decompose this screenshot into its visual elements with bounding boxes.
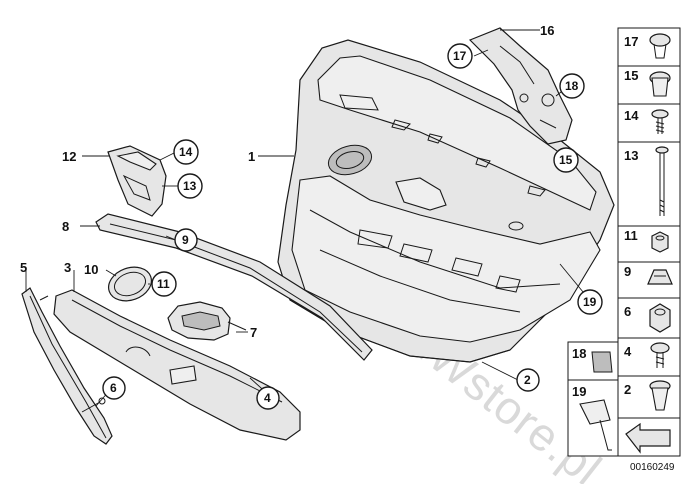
- label-7: 7: [250, 325, 257, 340]
- door-handle-7: [167, 301, 247, 341]
- clip-17-icon: [649, 33, 671, 59]
- svg-text:18: 18: [565, 79, 579, 93]
- svg-text:14: 14: [179, 145, 193, 159]
- callout-4: 4: [256, 386, 280, 410]
- trim-strip-8: [95, 213, 373, 361]
- fastener-label-11: 11: [624, 228, 638, 243]
- clip-19-icon: [579, 399, 612, 451]
- svg-text:15: 15: [559, 153, 573, 167]
- fastener-label-14: 14: [624, 108, 639, 123]
- nut-11-icon: [651, 231, 669, 253]
- callout-2: 2: [516, 368, 540, 392]
- callout-11: 11: [151, 271, 177, 297]
- fastener-label-15: 15: [624, 68, 638, 83]
- fastener-label-18: 18: [572, 346, 586, 361]
- svg-text:13: 13: [183, 179, 197, 193]
- callout-14: 14: [173, 139, 199, 165]
- callout-18: 18: [559, 73, 585, 99]
- label-12: 12: [62, 149, 76, 164]
- callout-15: 15: [553, 147, 579, 173]
- label-3: 3: [64, 260, 71, 275]
- fastener-bottom: 18 19: [567, 341, 619, 457]
- label-10: 10: [84, 262, 98, 277]
- screw-13-icon: [655, 146, 669, 216]
- armrest-4: [53, 289, 301, 441]
- callout-17: 17: [447, 43, 473, 69]
- fastener-label-2: 2: [624, 382, 631, 397]
- fastener-label-4: 4: [624, 344, 632, 359]
- svg-text:4: 4: [264, 391, 271, 405]
- label-5: 5: [20, 260, 27, 275]
- label-8: 8: [62, 219, 69, 234]
- svg-text:9: 9: [182, 233, 189, 247]
- clip-15-icon: [649, 71, 671, 97]
- clip-9-icon: [647, 269, 673, 285]
- document-number: 00160249: [630, 462, 675, 473]
- svg-text:6: 6: [110, 381, 117, 395]
- screw-14-icon: [651, 109, 669, 134]
- screw-6-detail: [81, 397, 106, 413]
- clip-2-icon: [649, 380, 671, 411]
- fastener-label-6: 6: [624, 304, 631, 319]
- fastener-label-9: 9: [624, 264, 631, 279]
- fastener-label-17: 17: [624, 34, 638, 49]
- speaker-cover-10: [108, 266, 152, 302]
- cover-12: [107, 145, 167, 217]
- fastener-column: 17 15 14 13 11 9: [617, 27, 681, 419]
- pad-18-icon: [591, 351, 613, 373]
- svg-text:19: 19: [583, 295, 597, 309]
- callout-6: 6: [102, 376, 126, 400]
- screw-4-icon: [650, 342, 670, 368]
- callout-13: 13: [177, 173, 203, 199]
- label-16: 16: [540, 23, 554, 38]
- bracket-16: [468, 27, 573, 145]
- callout-9: 9: [174, 228, 198, 252]
- label-1: 1: [248, 149, 255, 164]
- fastener-label-13: 13: [624, 148, 638, 163]
- svg-text:11: 11: [157, 277, 170, 291]
- fastener-label-19: 19: [572, 384, 586, 399]
- svg-text:17: 17: [453, 49, 467, 63]
- callout-19: 19: [577, 289, 603, 315]
- svg-text:2: 2: [524, 373, 531, 387]
- trim-5: [21, 287, 113, 445]
- arrow-icon: [617, 417, 681, 457]
- nut-6-icon: [649, 303, 671, 333]
